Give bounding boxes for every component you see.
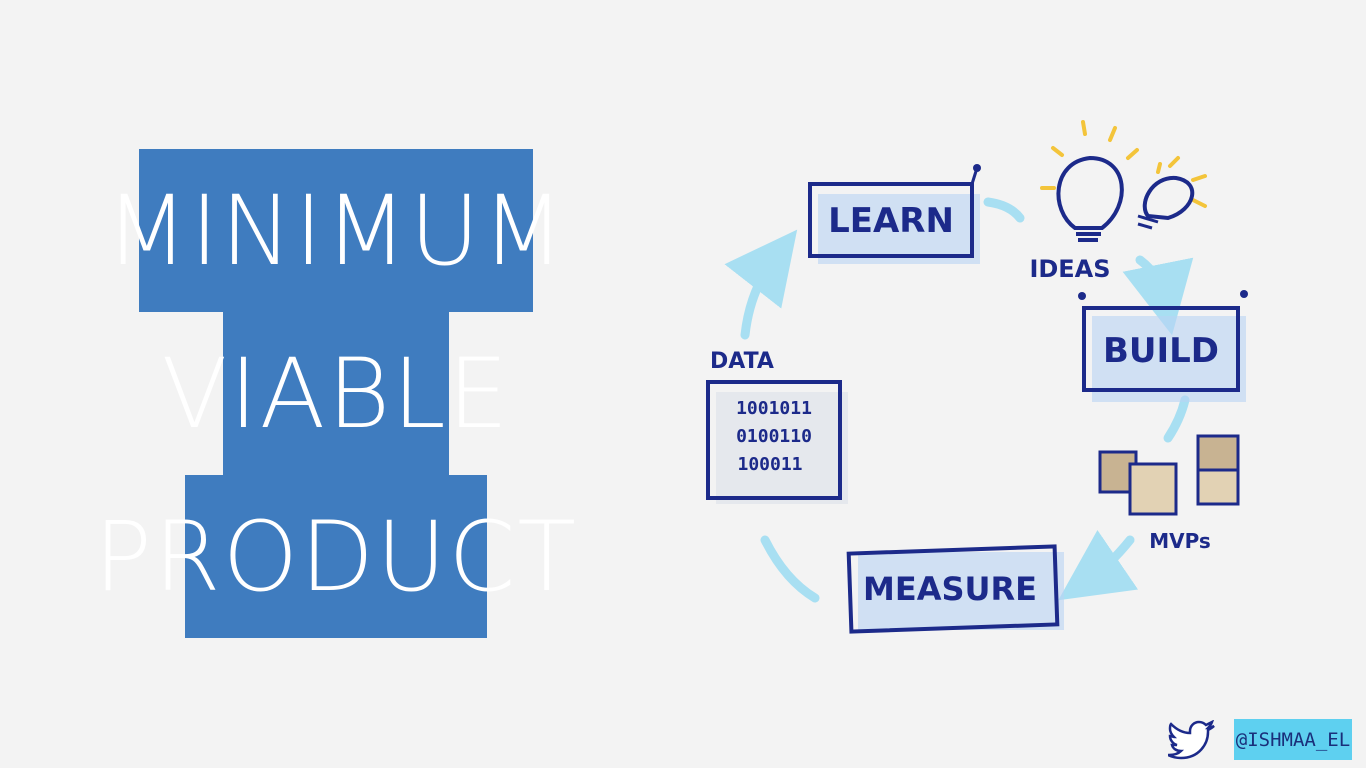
learn-box: LEARN xyxy=(808,164,981,264)
twitter-handle[interactable]: @ISHMAA_EL xyxy=(1234,719,1352,760)
binary-row-2: 0100110 xyxy=(736,426,812,447)
ideas-label: IDEAS xyxy=(1029,255,1110,283)
data-label: DATA xyxy=(710,349,774,374)
binary-row-3: 100011 xyxy=(737,454,802,475)
title-line-viable: VIABLE xyxy=(162,312,508,475)
title-line-product: PRODUCT xyxy=(94,475,576,638)
twitter-icon xyxy=(1168,720,1215,760)
arrow-data-to-learn xyxy=(724,229,798,340)
title-line-minimum: MINIMUM xyxy=(105,149,565,312)
measure-label: MEASURE xyxy=(863,570,1037,608)
build-label: BUILD xyxy=(1103,331,1219,371)
measure-box: MEASURE xyxy=(846,544,1064,634)
mvp-boxes-icon xyxy=(1098,434,1240,516)
arrow-build-to-mvps xyxy=(1163,395,1190,443)
build-box: BUILD xyxy=(1078,290,1248,402)
small-lightbulb-icon xyxy=(1137,175,1195,230)
build-measure-learn-diagram: LEARN IDEAS BUILD xyxy=(706,120,1248,634)
data-box: 1001011 0100110 100011 xyxy=(706,380,848,504)
arrow-learn-to-ideas xyxy=(983,197,1025,223)
binary-row-1: 1001011 xyxy=(736,398,812,419)
lightbulb-icon xyxy=(1040,120,1207,242)
cycle-arrows xyxy=(724,197,1194,603)
arrow-mvps-to-measure xyxy=(1058,529,1139,601)
arrow-ideas-to-build xyxy=(1122,255,1194,336)
learn-label: LEARN xyxy=(828,201,954,241)
arrow-measure-to-data xyxy=(760,535,820,603)
mvps-label: MVPs xyxy=(1149,529,1211,553)
